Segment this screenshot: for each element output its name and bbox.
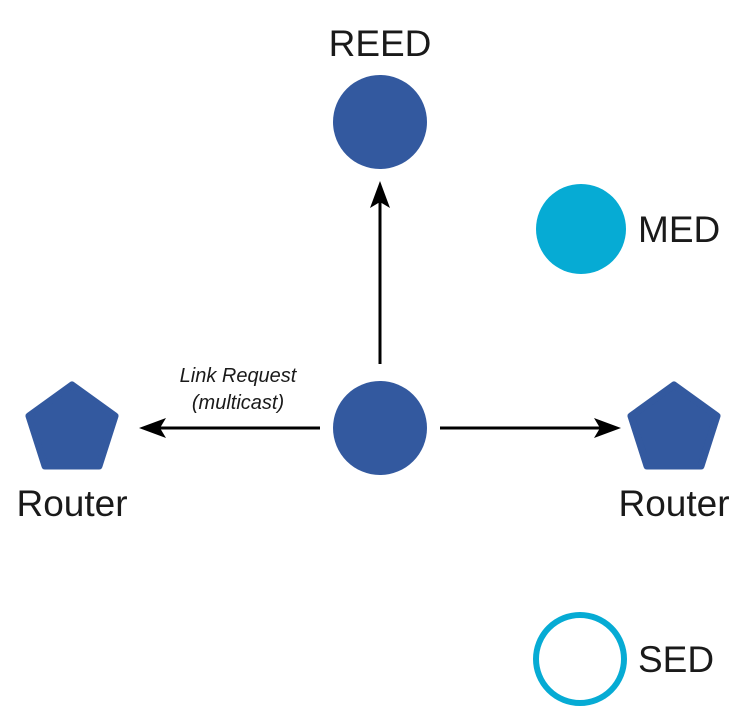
node-router-left[interactable]: Router [16,381,128,524]
leader-center-circle-shape[interactable] [333,381,427,475]
med-label: MED [638,209,720,250]
router-right-label: Router [618,483,729,524]
arrowhead-left-icon [139,418,166,438]
node-leader-center[interactable] [333,381,427,475]
node-sed[interactable]: SED [533,612,714,706]
router-right-pentagon-shape[interactable] [627,381,721,470]
link-request-multicast-label: Link Request (multicast) [180,365,298,414]
edge-label-line-1: Link Request [180,365,298,387]
node-med[interactable]: MED [536,184,720,274]
edge-center-to-router-right [440,418,621,438]
reed-circle-shape[interactable] [333,75,427,169]
reed-label: REED [329,23,432,64]
router-left-pentagon-shape[interactable] [25,381,119,470]
arrowhead-up-icon [370,181,390,208]
sed-label: SED [638,639,714,680]
router-left-label: Router [16,483,127,524]
sed-circle-shape[interactable] [533,612,627,706]
med-circle-shape[interactable] [536,184,626,274]
node-reed[interactable]: REED [329,23,432,169]
arrowhead-right-icon [594,418,621,438]
edge-center-to-router-left [139,418,320,438]
node-router-right[interactable]: Router [618,381,730,524]
edge-label-line-2: (multicast) [192,392,284,414]
edge-center-to-reed [370,181,390,364]
